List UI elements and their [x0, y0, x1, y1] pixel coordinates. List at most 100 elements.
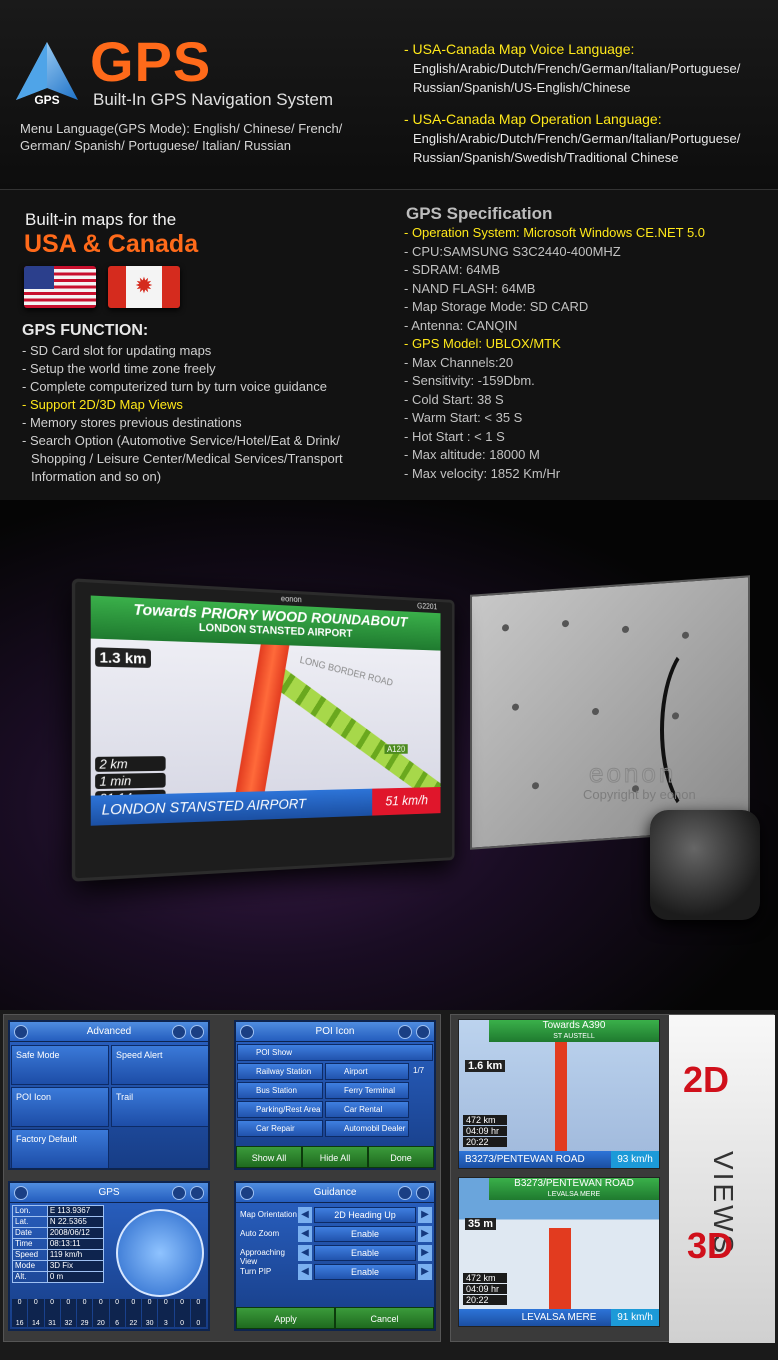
device-screen: eonon G2201 Towards PRIORY WOOD ROUNDABO…: [71, 578, 455, 882]
next-arrow-icon[interactable]: ▶: [418, 1226, 432, 1242]
refresh-icon[interactable]: [398, 1186, 412, 1200]
menu-icon[interactable]: [190, 1186, 204, 1200]
menu-icon[interactable]: [416, 1186, 430, 1200]
back-icon[interactable]: [240, 1025, 254, 1039]
operation-language-heading: - USA-Canada Map Operation Language:: [404, 111, 662, 127]
list-item[interactable]: Bus Station: [237, 1082, 323, 1099]
next-turn-distance: 1.3 km: [95, 647, 151, 668]
panel-header: GPS: [10, 1183, 208, 1203]
list-item: - Setup the world time zone freely: [22, 361, 216, 376]
back-icon[interactable]: [240, 1186, 254, 1200]
label-views: VIEWS: [708, 1151, 739, 1257]
route-road: [549, 1228, 571, 1326]
label-3d: 3D: [687, 1225, 734, 1266]
hide-all-button[interactable]: Hide All: [302, 1146, 368, 1168]
approaching-view-row: Approaching View ◀ Enable ▶: [238, 1245, 432, 1266]
route-road: [555, 1042, 567, 1152]
page-indicator: 1/7: [413, 1066, 425, 1075]
operation-language-block: - USA-Canada Map Operation Language: Eng…: [404, 110, 774, 167]
turn-pip-row: Turn PIP ◀ Enable ▶: [238, 1264, 432, 1281]
list-item[interactable]: Automobil Dealer: [325, 1120, 409, 1137]
panel-header: Guidance: [236, 1183, 434, 1203]
panel-header: Advanced: [10, 1022, 208, 1042]
list-item: - Sensitivity: -159Dbm.: [404, 373, 535, 388]
safe-mode-button[interactable]: Safe Mode: [11, 1045, 109, 1085]
list-item[interactable]: Railway Station: [237, 1063, 323, 1080]
side-road: [268, 665, 441, 802]
list-item: - Search Option (Automotive Service/Hote…: [22, 433, 343, 484]
factory-default-button[interactable]: Factory Default: [11, 1129, 109, 1168]
list-item[interactable]: Car Repair: [237, 1120, 323, 1137]
satellite-sky-view: [116, 1209, 204, 1297]
list-item: - Warm Start: < 35 S: [404, 410, 523, 425]
gps-antenna-icon: [650, 810, 760, 920]
guidance-buttons: Apply Cancel: [236, 1307, 434, 1329]
advanced-panel: Advanced Safe Mode Speed Alert POI Icon …: [8, 1020, 210, 1170]
function-heading: GPS FUNCTION:: [22, 322, 149, 339]
nav-direction-bar: Towards PRIORY WOOD ROUNDABOUT LONDON ST…: [90, 595, 441, 651]
cancel-button[interactable]: Cancel: [335, 1307, 434, 1329]
trail-button[interactable]: Trail: [111, 1087, 208, 1127]
refresh-icon[interactable]: [172, 1025, 186, 1039]
list-item[interactable]: Parking/Rest Area: [237, 1101, 323, 1118]
menu-screens: Advanced Safe Mode Speed Alert POI Icon …: [3, 1014, 441, 1342]
nav-screen: Towards PRIORY WOOD ROUNDABOUT LONDON ST…: [90, 595, 441, 826]
features-section: Built-in maps for the USA & Canada ✹ GPS…: [0, 190, 778, 500]
list-item: - Hot Start : < 1 S: [404, 428, 505, 444]
list-item[interactable]: Airport: [325, 1063, 409, 1080]
gps-logo-icon: GPS: [16, 42, 78, 107]
watermark-logo: eonon: [588, 758, 677, 789]
prev-arrow-icon[interactable]: ◀: [298, 1264, 312, 1280]
poi-show-checkbox[interactable]: POI Show: [237, 1044, 433, 1061]
next-arrow-icon[interactable]: ▶: [418, 1207, 432, 1223]
road-code-label: A120: [384, 744, 408, 754]
prev-arrow-icon[interactable]: ◀: [298, 1245, 312, 1261]
poi-icon-panel: POI Icon POI Show Railway Station Airpor…: [234, 1020, 436, 1170]
list-item: - Antenna: CANQIN: [404, 317, 518, 333]
refresh-icon[interactable]: [172, 1186, 186, 1200]
poi-icon-button[interactable]: POI Icon: [11, 1087, 109, 1127]
operation-language-list: English/Arabic/Dutch/French/German/Itali…: [413, 131, 741, 165]
show-all-button[interactable]: Show All: [236, 1146, 302, 1168]
next-arrow-icon[interactable]: ▶: [418, 1264, 432, 1280]
list-item[interactable]: Ferry Terminal: [325, 1082, 409, 1099]
menu-language-text: Menu Language(GPS Mode): English/ Chines…: [20, 121, 343, 153]
function-list: - SD Card slot for updating maps - Setup…: [22, 342, 392, 486]
panel-title: Advanced: [86, 1026, 132, 1037]
prev-arrow-icon[interactable]: ◀: [298, 1226, 312, 1242]
apply-button[interactable]: Apply: [236, 1307, 335, 1329]
done-button[interactable]: Done: [368, 1146, 434, 1168]
back-icon[interactable]: [14, 1025, 28, 1039]
back-icon[interactable]: [14, 1186, 28, 1200]
menu-icon[interactable]: [416, 1025, 430, 1039]
speed-alert-button[interactable]: Speed Alert: [111, 1045, 208, 1085]
auto-zoom-row: Auto Zoom ◀ Enable ▶: [238, 1226, 432, 1243]
map-view-3d: B3273/PENTEWAN ROAD LEVALSA MERE 35 m 47…: [458, 1177, 660, 1327]
list-item: - SD Card slot for updating maps: [22, 343, 212, 358]
map-orientation-row: Map Orientation ◀ 2D Heading Up ▶: [238, 1207, 432, 1224]
hero-device-image: eonon G2201 Towards PRIORY WOOD ROUNDABO…: [0, 500, 778, 1010]
list-item[interactable]: Car Rental: [325, 1101, 409, 1118]
refresh-icon[interactable]: [398, 1025, 412, 1039]
views-label-panel: 2D VIEWS 3D: [669, 1015, 775, 1343]
prev-arrow-icon[interactable]: ◀: [298, 1207, 312, 1223]
current-speed: 51 km/h: [372, 786, 441, 816]
menu-icon[interactable]: [190, 1025, 204, 1039]
panel-title: GPS: [98, 1187, 120, 1198]
next-arrow-icon[interactable]: ▶: [418, 1245, 432, 1261]
next-turn-distance: 1.6 km: [465, 1060, 506, 1072]
current-speed: 93 km/h: [611, 1151, 659, 1168]
model-label: G2201: [417, 601, 438, 612]
current-street: B3273/PENTEWAN ROAD: [459, 1151, 659, 1168]
guidance-panel: Guidance Map Orientation ◀ 2D Heading Up…: [234, 1181, 436, 1331]
